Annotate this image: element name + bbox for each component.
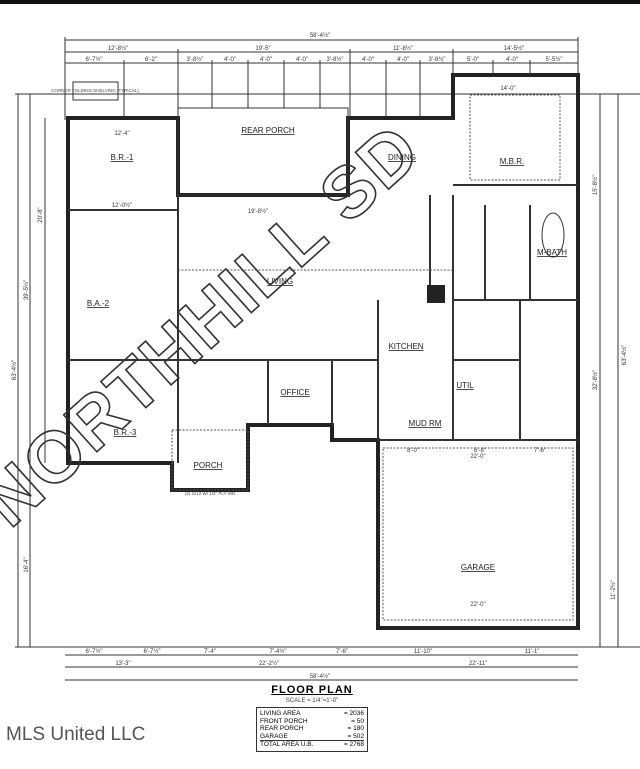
area-row: REAR PORCH = 180 <box>260 725 364 733</box>
room-dining: DINING <box>388 153 416 162</box>
dim-top: 5'-5½" <box>546 56 563 63</box>
area-table: LIVING AREA = 2036 FRONT PORCH = 50 REAR P… <box>256 707 368 752</box>
dim-interior: 19'-8½" <box>248 208 268 215</box>
dim-interior: 12'-0½" <box>112 202 132 209</box>
interior-dimensions: 12'-4" 12'-0½" 14'-0" 19'-8½" 22'-0" 22'… <box>112 86 546 608</box>
room-rear-porch: REAR PORCH <box>241 126 295 135</box>
dim-left: 16'-4" <box>24 557 30 572</box>
dim-top: 4'-0" <box>296 57 308 63</box>
title-block: FLOOR PLAN SCALE = 1/4"=1'-0" LIVING ARE… <box>248 684 376 752</box>
dim-interior: 8'-0" <box>407 448 419 454</box>
dim-bottom: 7'-6" <box>336 649 348 655</box>
dim-right: 63'-4½" <box>621 345 628 365</box>
area-value: = 502 <box>347 732 364 740</box>
dim-bottom: 7'-4½" <box>270 648 287 655</box>
dim-right: 15'-8½" <box>592 175 599 195</box>
area-row: LIVING AREA = 2036 <box>260 710 364 718</box>
area-row: FRONT PORCH = 50 <box>260 718 364 726</box>
area-value: = 180 <box>347 725 364 732</box>
dim-left: 63'-4½" <box>11 360 18 380</box>
dim-interior: 12'-4" <box>114 131 129 137</box>
dim-right: 11'-2½" <box>610 580 617 600</box>
dim-top: 14'-5½" <box>504 45 524 52</box>
dim-top: 19'-5" <box>255 46 270 52</box>
dim-interior: 14'-0" <box>500 86 515 92</box>
watermark: NORTHHILL SD <box>0 109 436 542</box>
dim-interior: 22'-0" <box>470 454 485 460</box>
dim-top: 3'-8½" <box>429 56 446 63</box>
area-row: GARAGE = 502 <box>260 733 364 741</box>
dim-top: 4'-0" <box>362 57 374 63</box>
dim-top: 4'-0" <box>506 57 518 63</box>
dim-right: 32'-8½" <box>592 370 599 390</box>
interior-walls <box>68 184 578 463</box>
side-dimensions: 20'-8" 39'-5½" 63'-4½" 16'-4" 15'-8½" 32… <box>11 94 628 647</box>
area-value: = 50 <box>351 717 364 725</box>
dim-bottom: 7'-4" <box>204 649 216 655</box>
area-label: REAR PORCH <box>260 725 304 732</box>
bottom-dimensions: 6'-7½" 6'-7½" 7'-4" 7'-4½" 7'-6" 11'-10"… <box>65 648 578 681</box>
area-label: GARAGE <box>260 732 288 740</box>
dim-bottom: 11'-1" <box>525 649 540 655</box>
room-br1: B.R.-1 <box>111 153 134 162</box>
area-label: LIVING AREA <box>260 710 301 717</box>
area-label: FRONT PORCH <box>260 717 308 725</box>
dim-left: 39'-5½" <box>23 280 30 300</box>
top-dimensions: 58'-4½" 12'-8½" 19'-5" 11'-8½" 14'-5½" 6… <box>64 32 579 120</box>
dim-top: 11'-8½" <box>393 45 413 52</box>
room-labels: B.R.-1 REAR PORCH DINING M.B.R. M-BATH L… <box>51 81 567 572</box>
room-util: UTIL <box>456 381 474 390</box>
room-mbath: M-BATH <box>537 248 567 257</box>
area-value: = 2036 <box>343 710 364 717</box>
room-mud-rm: MUD RM <box>409 419 442 428</box>
dim-bottom: 13'-3" <box>115 661 130 667</box>
dim-bottom: 22'-11" <box>469 661 487 667</box>
dim-top: 5'-0" <box>467 57 479 63</box>
note-corner-shelving: CORNER FOLDING SHELVING (TYPICAL) <box>51 88 139 93</box>
room-br3: B.R.-3 <box>114 428 137 437</box>
dim-top: 4'-0" <box>260 57 272 63</box>
dim-interior: 7'-6" <box>534 448 546 454</box>
area-value: = 2768 <box>343 741 364 748</box>
dim-interior: 22'-0" <box>470 602 485 608</box>
area-label: TOTAL AREA U.B. <box>260 741 314 748</box>
room-kitchen: KITCHEN <box>388 342 423 351</box>
dim-bottom-total: 58'-4½" <box>310 673 330 680</box>
exterior-walls <box>66 73 580 630</box>
dim-bottom: 6'-7½" <box>144 648 161 655</box>
mbr-tray-ceiling <box>469 94 561 181</box>
top-border <box>0 0 640 4</box>
dim-bottom: 11'-10" <box>414 649 432 655</box>
bathtub <box>541 212 565 258</box>
room-porch: PORCH <box>194 461 223 470</box>
room-ba2: B.A.-2 <box>87 299 110 308</box>
note-porch-post: (2) 2x12 W/ 1/2" PLY WD <box>185 491 236 496</box>
dim-left: 20'-8" <box>38 207 44 222</box>
dim-top: 3'-8½" <box>327 56 344 63</box>
room-garage: GARAGE <box>461 563 495 572</box>
dim-top: 6'-2" <box>145 57 157 63</box>
garage-outline <box>382 447 574 621</box>
dim-top: 12'-8½" <box>108 45 128 52</box>
dim-bottom: 6'-7½" <box>86 648 103 655</box>
room-living: LIVING <box>267 277 293 286</box>
dim-bottom: 22'-2½" <box>259 660 279 667</box>
dim-top: 3'-8½" <box>187 56 204 63</box>
dim-top: 6'-7½" <box>86 56 103 63</box>
dim-top: 4'-0" <box>397 57 409 63</box>
plan-scale: SCALE = 1/4"=1'-0" <box>285 698 339 704</box>
room-office: OFFICE <box>280 388 309 397</box>
room-mbr: M.B.R. <box>500 157 524 166</box>
area-row-total: TOTAL AREA U.B. = 2768 <box>260 740 364 749</box>
dim-interior: 6'-8" <box>474 448 486 454</box>
range <box>427 285 445 303</box>
plan-title: FLOOR PLAN <box>271 684 353 696</box>
dim-top-total: 58'-4½" <box>310 32 330 39</box>
dim-top: 4'-0" <box>224 57 236 63</box>
brand-watermark: MLS United LLC <box>6 724 146 745</box>
